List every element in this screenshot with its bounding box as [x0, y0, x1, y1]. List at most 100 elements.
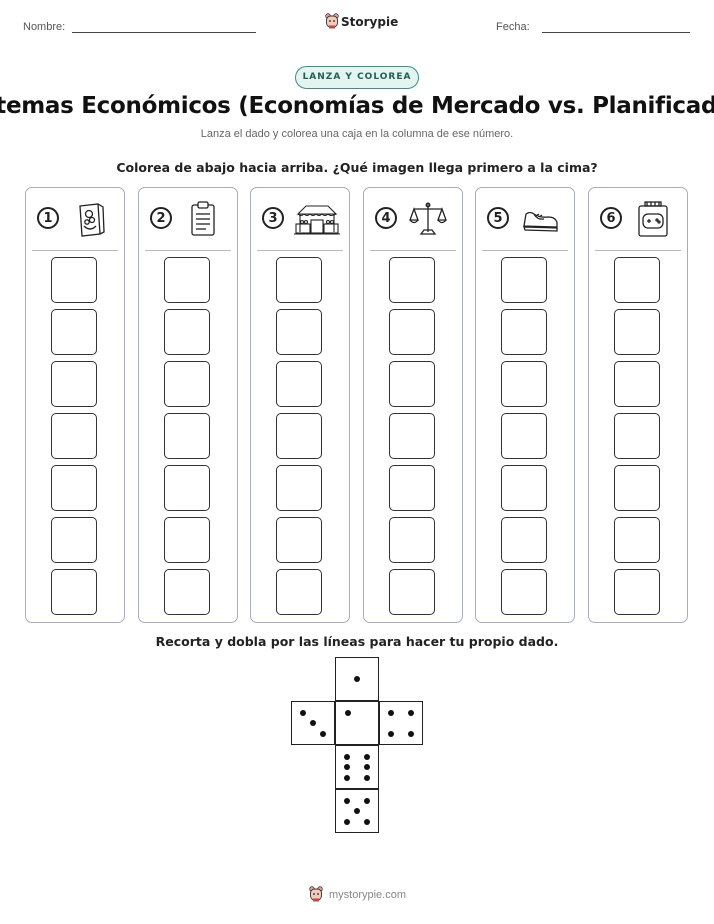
die-pip: [344, 819, 350, 825]
color-box[interactable]: [389, 413, 435, 459]
color-box[interactable]: [389, 257, 435, 303]
die-pip: [310, 720, 316, 726]
column-number: 2: [150, 207, 172, 229]
color-box[interactable]: [501, 465, 547, 511]
color-box[interactable]: [51, 361, 97, 407]
column-number: 1: [37, 207, 59, 229]
column-separator: [145, 250, 231, 251]
column-separator: [370, 250, 456, 251]
color-box[interactable]: [389, 361, 435, 407]
die-pip: [364, 798, 370, 804]
footer-logo-icon: [309, 886, 323, 902]
color-box[interactable]: [276, 257, 322, 303]
die-pip: [364, 819, 370, 825]
page-title: Sistemas Económicos (Economías de Mercad…: [0, 93, 714, 119]
brand-name: Storypie: [341, 15, 399, 29]
column-number: 5: [487, 207, 509, 229]
die-face-3[interactable]: [291, 701, 335, 745]
color-box[interactable]: [389, 309, 435, 355]
column-separator: [257, 250, 343, 251]
die-pip: [354, 808, 360, 814]
title-wrapper: Sistemas Económicos (Economías de Mercad…: [0, 93, 714, 127]
clipboard-icon: [183, 200, 223, 238]
color-box[interactable]: [614, 413, 660, 459]
column-5: 5: [475, 187, 575, 623]
color-box[interactable]: [51, 309, 97, 355]
die-pip: [344, 764, 350, 770]
die-face-4[interactable]: [379, 701, 423, 745]
die-pip: [408, 710, 414, 716]
color-box[interactable]: [276, 517, 322, 563]
color-box[interactable]: [51, 413, 97, 459]
column-number: 6: [600, 207, 622, 229]
footer-url[interactable]: mystorypie.com: [329, 889, 407, 901]
die-pip: [408, 731, 414, 737]
color-box[interactable]: [51, 569, 97, 615]
die-pip: [388, 710, 394, 716]
date-line[interactable]: [542, 32, 690, 33]
instruction-top: Colorea de abajo hacia arriba. ¿Qué imag…: [116, 160, 598, 175]
market-stalls-icon: [292, 200, 342, 238]
color-box[interactable]: [614, 257, 660, 303]
color-box[interactable]: [501, 257, 547, 303]
color-box[interactable]: [276, 309, 322, 355]
page-subtitle: Lanza el dado y colorea una caja en la c…: [200, 128, 514, 140]
column-3: 3: [250, 187, 350, 623]
name-line[interactable]: [72, 32, 256, 33]
color-box[interactable]: [501, 569, 547, 615]
die-pip: [364, 764, 370, 770]
die-pip: [354, 676, 360, 682]
color-box[interactable]: [276, 569, 322, 615]
color-box[interactable]: [164, 257, 210, 303]
storypie-logo-icon: [325, 13, 339, 29]
color-box[interactable]: [51, 517, 97, 563]
color-box[interactable]: [501, 361, 547, 407]
color-box[interactable]: [164, 517, 210, 563]
color-box[interactable]: [164, 361, 210, 407]
color-box[interactable]: [501, 517, 547, 563]
column-number: 3: [262, 207, 284, 229]
die-face-5[interactable]: [335, 789, 379, 833]
instruction-bottom: Recorta y dobla por las líneas para hace…: [155, 634, 559, 649]
color-box[interactable]: [276, 465, 322, 511]
die-face-1[interactable]: [335, 657, 379, 701]
color-box[interactable]: [164, 413, 210, 459]
color-box[interactable]: [389, 569, 435, 615]
die-face-6[interactable]: [335, 745, 379, 789]
column-separator: [482, 250, 568, 251]
cereal-box-icon: [70, 200, 110, 238]
color-box[interactable]: [614, 465, 660, 511]
color-box[interactable]: [276, 413, 322, 459]
die-face-1b[interactable]: [335, 701, 379, 745]
color-box[interactable]: [614, 517, 660, 563]
column-separator: [32, 250, 118, 251]
die-pip: [300, 710, 306, 716]
color-box[interactable]: [501, 309, 547, 355]
die-pip: [344, 775, 350, 781]
balance-scale-icon: [408, 200, 448, 238]
die-pip: [345, 710, 351, 716]
color-box[interactable]: [51, 257, 97, 303]
shoe-icon: [520, 200, 560, 238]
color-box[interactable]: [389, 465, 435, 511]
color-box[interactable]: [164, 309, 210, 355]
die-pip: [388, 731, 394, 737]
column-separator: [595, 250, 681, 251]
game-console-icon: [633, 200, 673, 238]
color-box[interactable]: [276, 361, 322, 407]
color-box[interactable]: [614, 309, 660, 355]
die-pip: [364, 754, 370, 760]
column-number: 4: [375, 207, 397, 229]
color-box[interactable]: [614, 361, 660, 407]
column-1: 1: [25, 187, 125, 623]
die-pip: [344, 754, 350, 760]
color-box[interactable]: [51, 465, 97, 511]
color-box[interactable]: [614, 569, 660, 615]
column-6: 6: [588, 187, 688, 623]
color-box[interactable]: [389, 517, 435, 563]
color-box[interactable]: [164, 569, 210, 615]
color-box[interactable]: [164, 465, 210, 511]
color-box[interactable]: [501, 413, 547, 459]
die-pip: [320, 731, 326, 737]
activity-badge: LANZA Y COLOREA: [295, 66, 419, 89]
